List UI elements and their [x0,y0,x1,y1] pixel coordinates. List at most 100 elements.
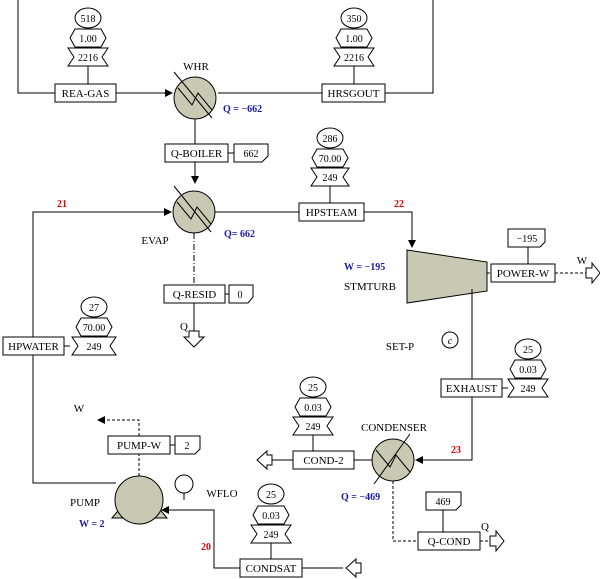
cond-2-flow-tag [292,416,334,436]
rea-gas-flow: 2216 [78,53,98,64]
stream-20-label: 20 [201,542,211,553]
power-w-value-tag [507,228,546,248]
stmturb-label: STMTURB [344,281,396,293]
pump[interactable] [114,475,164,525]
exhaust-pres-tag [509,359,547,379]
cond-2-flow: 249 [306,422,321,433]
q-cond-outlet-label: Q [481,521,489,533]
gas-feed-line [17,0,55,94]
exhaust-temp-tag [514,338,542,360]
whr-diagonal [173,71,213,119]
q-cond-outlet-arrow-icon [489,529,505,553]
hrsgout-exit-line [385,0,434,94]
stmturb-turbine[interactable] [406,249,488,304]
rea-gas-pres-tag [69,28,107,48]
stream-23-line [415,397,473,464]
evap-label: EVAP [141,235,168,247]
rea-gas-flow-tag [67,47,109,67]
cond-2-pres: 0.03 [304,403,322,414]
hrsgout-flow: 2216 [344,53,364,64]
q-resid-outlet-label: Q [180,321,188,333]
condenser-to-qcond-line [392,481,418,542]
pump-w-value: 2 [185,441,190,452]
pump-w-value-tag [174,435,201,455]
q-cond-value-tag [425,491,462,511]
evap-coil [176,201,212,225]
hpwater-pres: 70.00 [83,323,106,334]
rea-gas-block[interactable] [54,83,117,103]
q-cond-value: 469 [436,497,451,508]
condsat-feed-arrow-icon [345,557,362,579]
condenser-diagonal [373,433,411,485]
whr-coil [177,87,213,111]
cond-2-temp: 25 [308,383,318,394]
stream-21-label: 21 [57,199,67,210]
condsat-temp: 25 [266,490,276,501]
pump-discharge-line [32,355,116,484]
pump-duty: W = 2 [79,519,105,530]
evap-diagonal [173,185,212,233]
condsat-flow-tag [250,524,292,544]
q-cond-label: Q-COND [428,536,471,548]
set-p-calculator[interactable] [441,331,459,349]
hpwater-flow: 249 [87,342,102,353]
cond-2-label: COND-2 [303,455,343,467]
exhaust-temp: 25 [523,345,533,356]
stream-23-label: 23 [451,445,461,456]
whr-label: WHR [183,61,209,73]
hpwater-temp-tag [80,296,108,318]
pump-w-outlet-line [97,416,140,436]
hpsteam-label: HPSTEAM [306,207,358,219]
rea-gas-label: REA-GAS [62,88,110,100]
hrsgout-label: HRSGOUT [328,88,380,100]
q-boiler-label: Q-BOILER [171,148,223,160]
condenser-label: CONDENSER [361,422,428,434]
condenser-duty: Q = −469 [341,492,380,503]
hpwater-label: HPWATER [8,341,59,353]
hpwater-flow-tag [71,336,117,356]
power-w-outlet-label: W [577,255,588,267]
condsat-pres: 0.03 [262,511,280,522]
rea-gas-temp: 518 [81,14,96,25]
hpwater-temp: 27 [89,303,99,314]
pump-label: PUMP [70,497,100,509]
hrsgout-temp: 350 [347,14,362,25]
exhaust-pres: 0.03 [519,365,537,376]
hpsteam-flow: 249 [323,173,338,184]
set-p-label: SET-P [386,341,414,353]
condenser-coil [375,449,411,473]
cond-2-outlet-arrow-icon [256,449,273,471]
q-boiler-value: 662 [244,149,259,160]
evap-duty: Q= 662 [224,229,255,240]
hrsgout-pres: 1.00 [345,34,363,45]
q-resid-value: 0 [238,290,243,301]
whr-duty: Q = −662 [223,104,262,115]
cond-2-temp-tag [299,376,327,398]
stream-22-label: 22 [394,199,404,210]
exhaust-label: EXHAUST [446,383,498,395]
condsat-temp-tag [257,483,285,505]
q-resid-label: Q-RESID [173,289,216,301]
hpsteam-temp-tag [316,127,344,149]
wflo-sensor[interactable] [174,474,194,494]
hpsteam-pres-tag [311,148,349,168]
exhaust-flow-tag [507,378,549,398]
set-p-c: c [448,336,453,347]
q-resid-outlet-arrow-icon [182,330,206,348]
condsat-flow: 249 [264,530,279,541]
stream-21-line [32,208,172,337]
cond-2-pres-tag [294,397,332,417]
power-w-label: POWER-W [497,268,550,280]
hrsgout-flow-tag [333,47,375,67]
rea-gas-pres: 1.00 [79,34,97,45]
power-w-value: −195 [517,234,538,245]
rea-gas-temp-tag [74,7,102,29]
pump-w-label: PUMP-W [117,440,162,452]
hpsteam-temp: 286 [323,134,338,145]
stmturb-duty: W = −195 [344,262,385,273]
hrsgout-temp-tag [340,7,368,29]
hpwater-pres-tag [75,317,113,337]
condsat-pres-tag [252,505,290,525]
